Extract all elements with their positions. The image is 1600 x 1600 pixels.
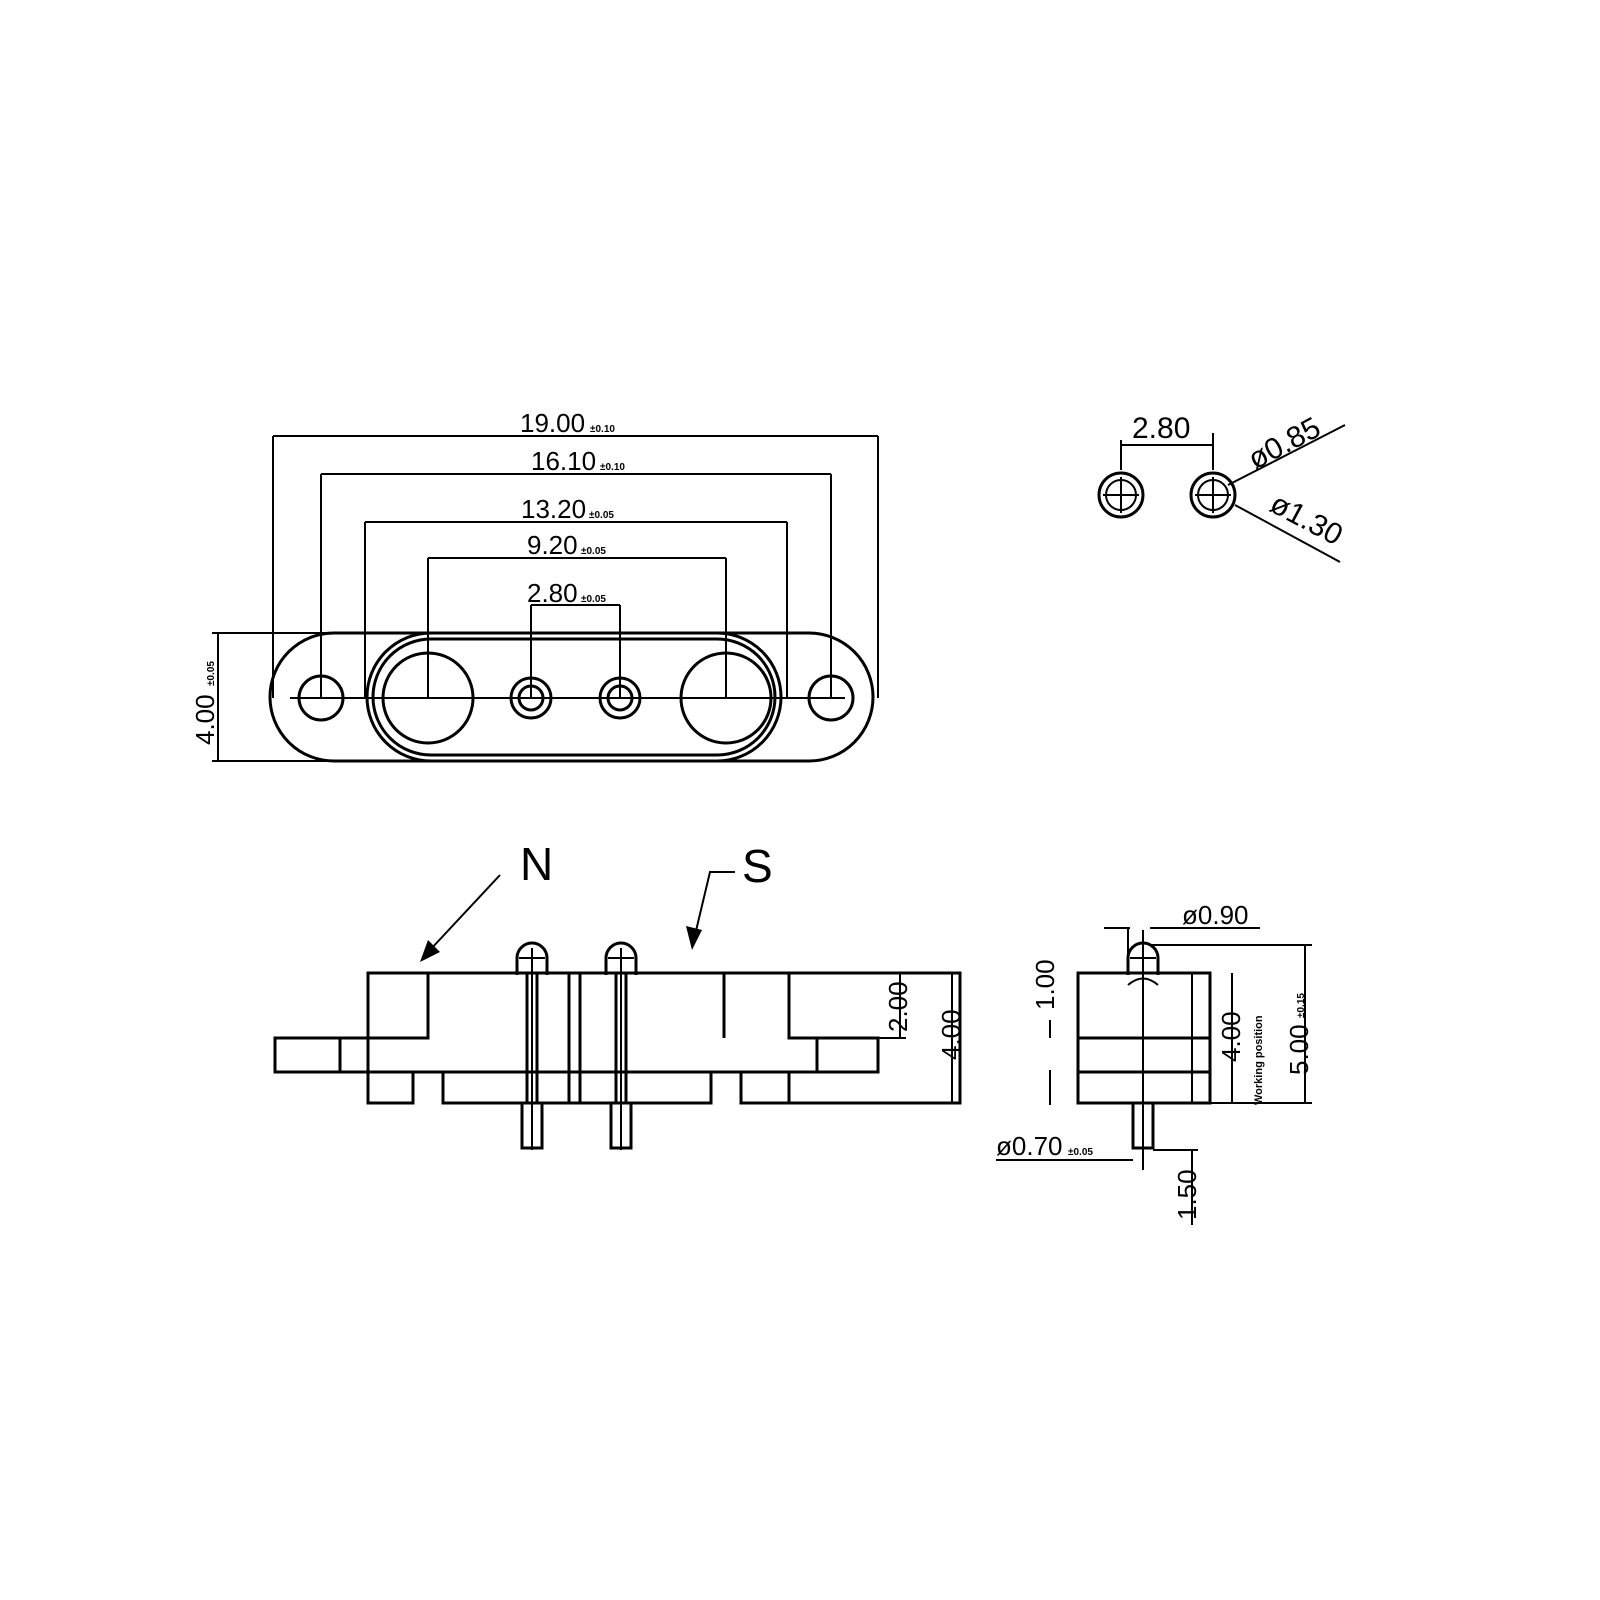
dim-height-value: 4.00: [190, 694, 220, 745]
side-tail-dia: ø0.70: [996, 1131, 1063, 1161]
dim-9-tol: ±0.05: [581, 546, 606, 557]
side-view: ø0.90 1.00 4.00 Working position 5.00 ±0…: [996, 900, 1314, 1225]
dim-19-tol: ±0.10: [590, 424, 615, 435]
detail-pitch-value: 2.80: [1132, 412, 1190, 445]
label-s: S: [742, 840, 773, 892]
dim-13: 13.20 ±0.05: [364, 494, 788, 698]
side-total-tol: ±0.15: [1296, 993, 1307, 1018]
dim-height-tol: ±0.05: [206, 661, 217, 686]
front-body-outline: [366, 971, 962, 1105]
dim-16: 16.10 ±0.10: [320, 446, 832, 698]
dim-9: 9.20 ±0.05: [427, 530, 727, 698]
front-pin-1: [515, 941, 549, 1150]
side-working-position: Working position: [1253, 1015, 1265, 1105]
dim-19: 19.00 ±0.10: [272, 408, 879, 698]
side-total-value: 5.00: [1284, 1024, 1314, 1075]
dim-16-value: 16.10: [531, 446, 596, 476]
side-pin-dia: ø0.90: [1182, 900, 1249, 930]
dim-16-tol: ±0.10: [600, 462, 625, 473]
side-dim-4: 4.00: [1216, 1011, 1246, 1062]
front-tab-left: [273, 1036, 342, 1074]
side-tail-len: 1.50: [1172, 1169, 1202, 1220]
label-n: N: [520, 838, 553, 890]
top-view: 19.00 ±0.10 16.10 ±0.10 13.20 ±0.05 9.20…: [190, 408, 879, 763]
detail-pin-left: [1097, 471, 1145, 519]
dim-2-tol: ±0.05: [581, 594, 606, 605]
side-tail-dia-tol: ±0.05: [1068, 1147, 1093, 1158]
dim-height: 4.00 ±0.05: [190, 632, 360, 762]
dim-13-value: 13.20: [521, 494, 586, 524]
side-dim-1: 1.00: [1030, 959, 1060, 1010]
dim-9-value: 9.20: [527, 530, 578, 560]
detail-outer-dia: ø1.30: [1265, 487, 1348, 552]
dim-13-tol: ±0.05: [589, 510, 614, 521]
detail-pin-right: [1189, 471, 1237, 519]
dim-19-value: 19.00: [520, 408, 585, 438]
front-dim-4: 4.00: [936, 1009, 966, 1060]
front-dim-2: 2.00: [883, 981, 913, 1032]
dim-2-value: 2.80: [527, 578, 578, 608]
front-pin-2: [604, 941, 638, 1150]
dim-2: 2.80 ±0.05: [527, 578, 621, 698]
detail-inner-dia: ø0.85: [1243, 411, 1326, 476]
front-view: N S 2.00 4.00: [273, 838, 966, 1150]
detail-view: 2.80 ø0.85 ø1.30: [1097, 411, 1348, 563]
front-tab-right: [815, 1036, 880, 1074]
